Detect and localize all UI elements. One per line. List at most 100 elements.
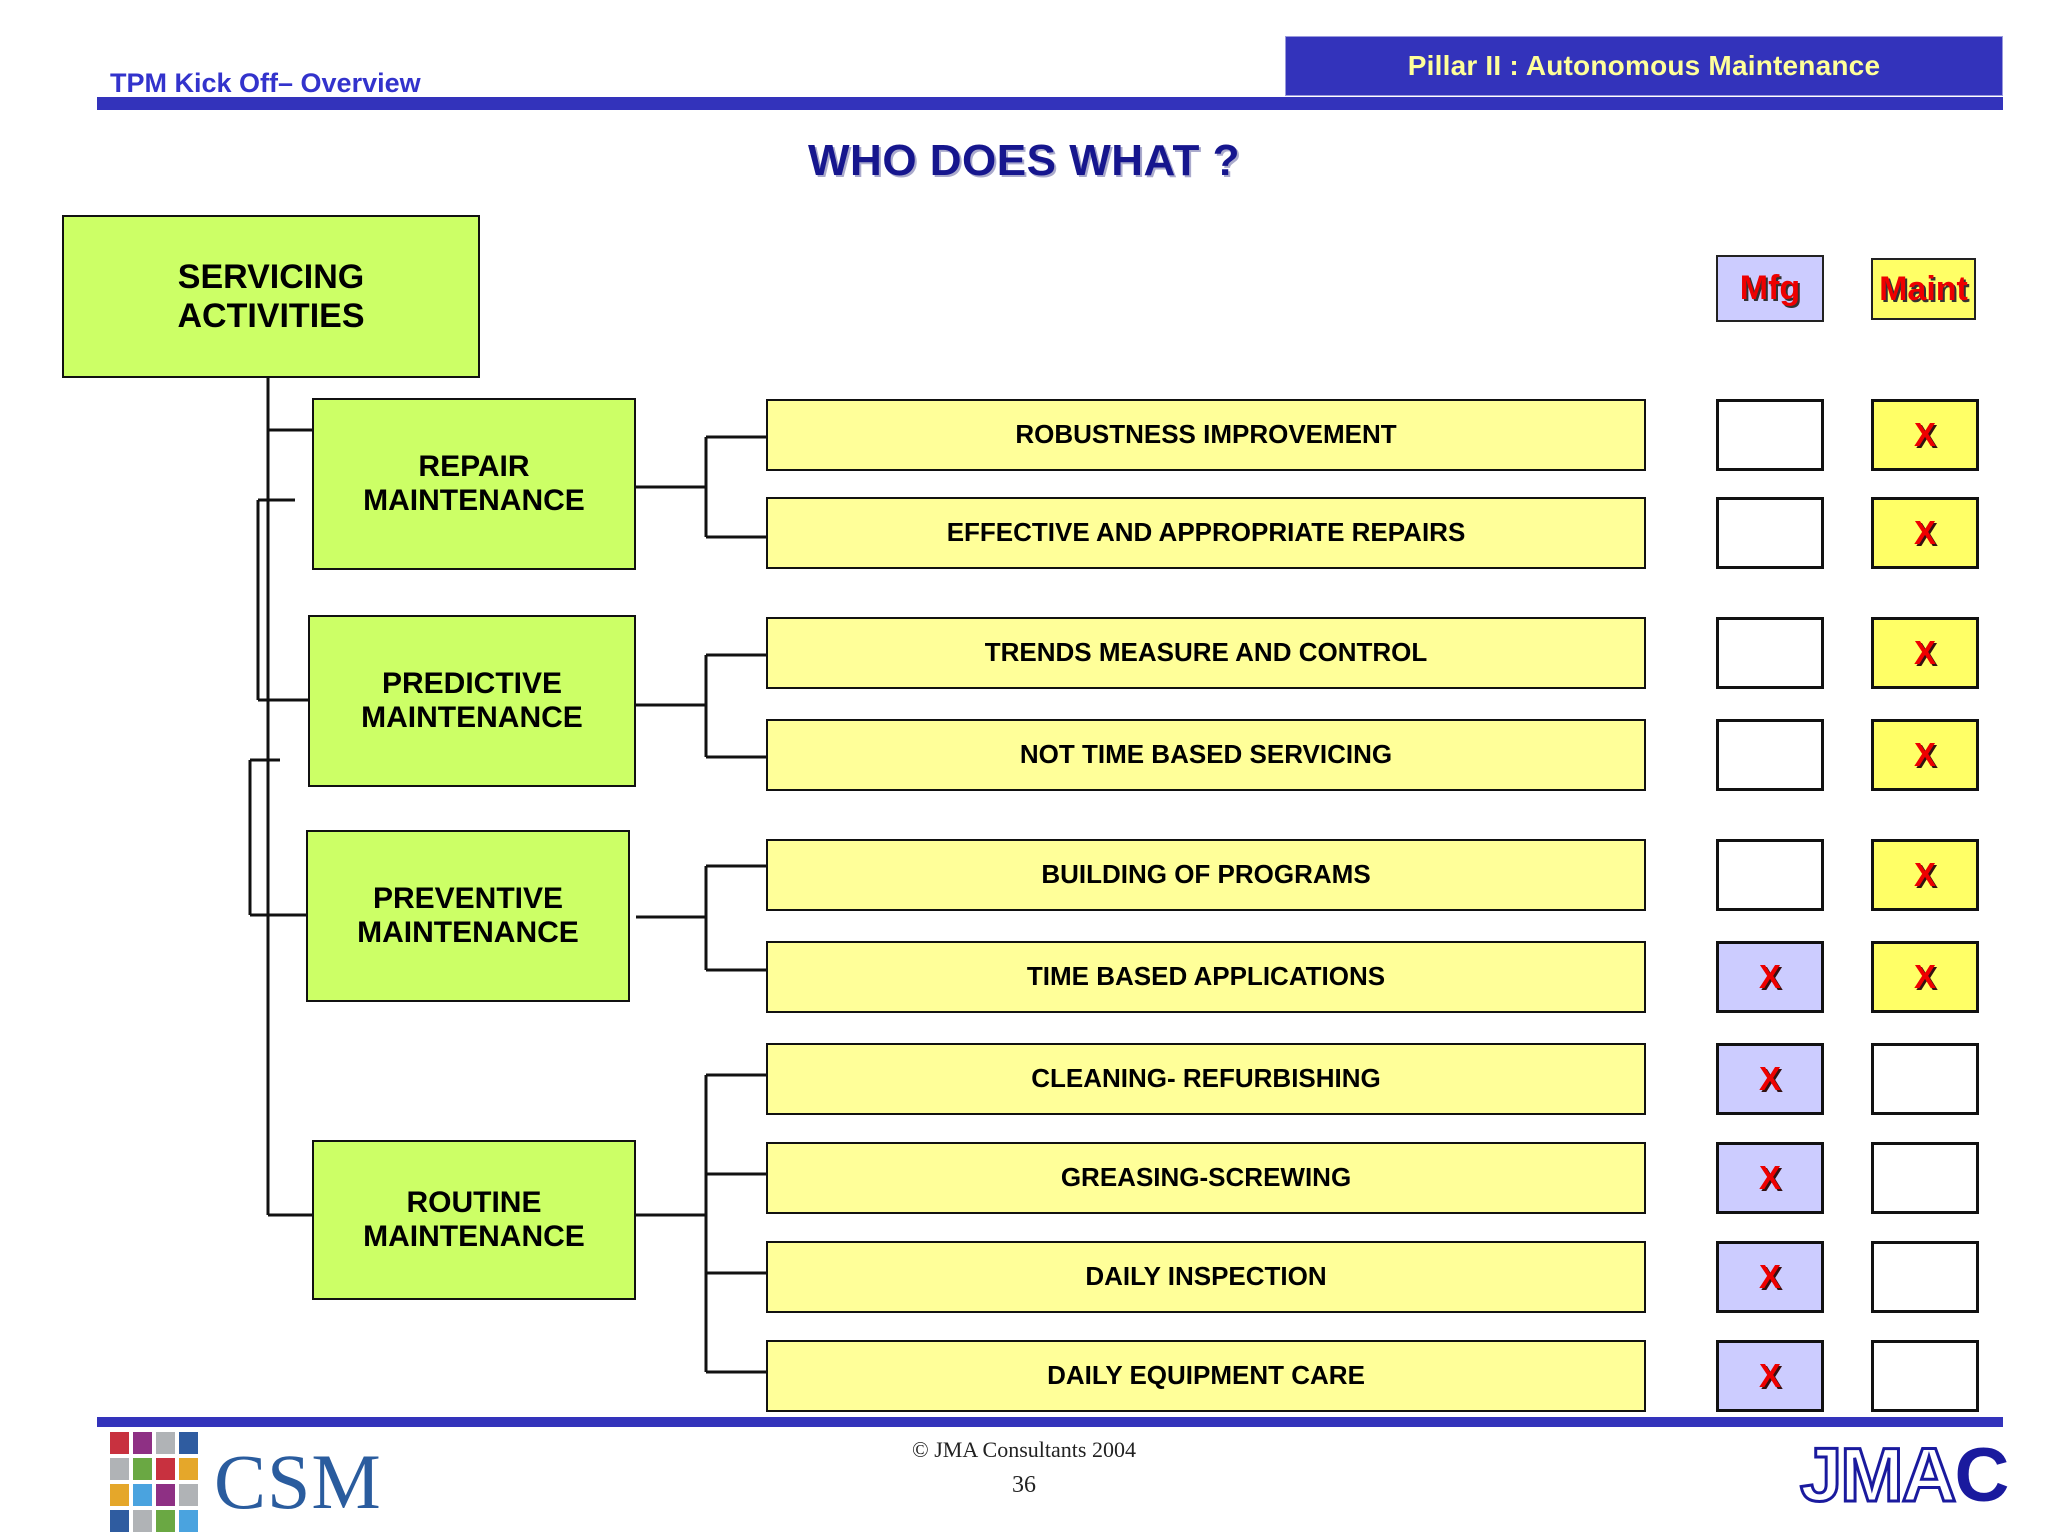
csm-logo-square — [156, 1510, 175, 1532]
matrix-cell-maint[interactable]: X — [1871, 497, 1979, 569]
csm-logo-square — [179, 1458, 198, 1480]
activity-node[interactable]: BUILDING OF PROGRAMS — [766, 839, 1646, 911]
category-line1: ROUTINE — [406, 1186, 542, 1220]
csm-logo-square — [133, 1510, 152, 1532]
matrix-cell-mfg[interactable]: X — [1716, 1241, 1824, 1313]
check-mark-x: X — [1913, 416, 1936, 453]
activity-node[interactable]: TIME BASED APPLICATIONS — [766, 941, 1646, 1013]
page-title: WHO DOES WHAT ? — [808, 136, 1240, 185]
matrix-cell-maint[interactable]: X — [1871, 617, 1979, 689]
csm-logo-text: CSM — [214, 1438, 382, 1526]
category-line2: MAINTENANCE — [363, 1220, 585, 1253]
category-line2: MAINTENANCE — [363, 484, 585, 517]
csm-logo-square — [156, 1484, 175, 1506]
csm-logo-square — [179, 1484, 198, 1506]
activity-node[interactable]: TRENDS MEASURE AND CONTROL — [766, 617, 1646, 689]
header-divider — [97, 97, 2003, 110]
matrix-cell-maint[interactable] — [1871, 1142, 1979, 1214]
csm-logo-square — [110, 1510, 129, 1532]
check-mark-x: X — [1913, 958, 1936, 995]
column-header-mfg: Mfg — [1716, 255, 1824, 322]
csm-logo: CSM — [110, 1432, 382, 1532]
matrix-cell-mfg[interactable] — [1716, 399, 1824, 471]
activity-node-label: GREASING-SCREWING — [1060, 1162, 1352, 1193]
matrix-cell-maint[interactable] — [1871, 1340, 1979, 1412]
root-node-servicing-activities[interactable]: SERVICING ACTIVITIES — [62, 215, 480, 378]
matrix-cell-mfg[interactable] — [1716, 617, 1824, 689]
csm-logo-square — [133, 1484, 152, 1506]
activity-node[interactable]: NOT TIME BASED SERVICING — [766, 719, 1646, 791]
category-line1: PREVENTIVE — [372, 882, 564, 916]
activity-node[interactable]: GREASING-SCREWING — [766, 1142, 1646, 1214]
check-mark-x: X — [1758, 1357, 1781, 1394]
matrix-cell-maint[interactable]: X — [1871, 399, 1979, 471]
activity-node[interactable]: DAILY EQUIPMENT CARE — [766, 1340, 1646, 1412]
csm-logo-square — [179, 1510, 198, 1532]
matrix-cell-maint[interactable] — [1871, 1043, 1979, 1115]
csm-logo-square — [110, 1458, 129, 1480]
csm-logo-square — [110, 1432, 129, 1454]
activity-node-label: TRENDS MEASURE AND CONTROL — [984, 637, 1428, 668]
matrix-cell-mfg[interactable]: X — [1716, 941, 1824, 1013]
category-node-preventive-maintenance[interactable]: PREVENTIVE MAINTENANCE — [306, 830, 630, 1002]
matrix-cell-mfg[interactable]: X — [1716, 1142, 1824, 1214]
column-header-maint-label: Maint — [1879, 269, 1968, 308]
activity-node-label: DAILY INSPECTION — [1085, 1261, 1327, 1292]
category-line2: MAINTENANCE — [361, 701, 583, 734]
csm-logo-square — [156, 1458, 175, 1480]
column-header-mfg-label: Mfg — [1739, 269, 1801, 307]
csm-logo-square — [133, 1458, 152, 1480]
check-mark-x: X — [1913, 856, 1936, 893]
activity-node[interactable]: DAILY INSPECTION — [766, 1241, 1646, 1313]
check-mark-x: X — [1758, 1159, 1781, 1196]
footer-divider — [97, 1417, 2003, 1427]
csm-logo-square — [179, 1432, 198, 1454]
root-node-line2: ACTIVITIES — [177, 296, 365, 335]
csm-logo-square — [156, 1432, 175, 1454]
activity-node[interactable]: CLEANING- REFURBISHING — [766, 1043, 1646, 1115]
activity-node-label: DAILY EQUIPMENT CARE — [1047, 1360, 1365, 1391]
matrix-cell-mfg[interactable] — [1716, 719, 1824, 791]
csm-logo-square — [110, 1484, 129, 1506]
check-mark-x: X — [1758, 1258, 1781, 1295]
activity-node-label: TIME BASED APPLICATIONS — [1026, 961, 1386, 992]
activity-node-label: CLEANING- REFURBISHING — [1031, 1063, 1381, 1094]
category-line2: MAINTENANCE — [357, 916, 579, 949]
check-mark-x: X — [1758, 958, 1781, 995]
jmac-logo: JMAC — [1798, 1436, 2009, 1515]
jmac-logo-outline-text: JMA — [1798, 1433, 1957, 1518]
check-mark-x: X — [1913, 736, 1936, 773]
deck-subtitle: TPM Kick Off– Overview — [110, 68, 421, 98]
matrix-cell-mfg[interactable]: X — [1716, 1043, 1824, 1115]
category-line1: REPAIR — [418, 450, 530, 484]
matrix-cell-mfg[interactable] — [1716, 839, 1824, 911]
check-mark-x: X — [1758, 1060, 1781, 1097]
category-node-routine-maintenance[interactable]: ROUTINE MAINTENANCE — [312, 1140, 636, 1300]
check-mark-x: X — [1913, 514, 1936, 551]
matrix-cell-maint[interactable]: X — [1871, 719, 1979, 791]
copyright-text: © JMA Consultants 2004 — [912, 1437, 1136, 1462]
csm-logo-square — [133, 1432, 152, 1454]
root-node-line1: SERVICING — [177, 258, 365, 297]
csm-logo-grid — [110, 1432, 198, 1532]
pillar-banner: Pillar II : Autonomous Maintenance — [1285, 36, 2003, 96]
column-header-maint: Maint — [1871, 258, 1976, 320]
category-node-repair-maintenance[interactable]: REPAIR MAINTENANCE — [312, 398, 636, 570]
check-mark-x: X — [1913, 634, 1936, 671]
activity-node-label: ROBUSTNESS IMPROVEMENT — [1015, 419, 1397, 450]
activity-node[interactable]: EFFECTIVE AND APPROPRIATE REPAIRS — [766, 497, 1646, 569]
category-line1: PREDICTIVE — [381, 667, 562, 701]
pillar-banner-label: Pillar II : Autonomous Maintenance — [1407, 50, 1881, 81]
matrix-cell-maint[interactable]: X — [1871, 941, 1979, 1013]
category-node-predictive-maintenance[interactable]: PREDICTIVE MAINTENANCE — [308, 615, 636, 787]
matrix-cell-mfg[interactable]: X — [1716, 1340, 1824, 1412]
matrix-cell-mfg[interactable] — [1716, 497, 1824, 569]
activity-node[interactable]: ROBUSTNESS IMPROVEMENT — [766, 399, 1646, 471]
activity-node-label: EFFECTIVE AND APPROPRIATE REPAIRS — [946, 517, 1466, 548]
matrix-cell-maint[interactable]: X — [1871, 839, 1979, 911]
page-number: 36 — [1012, 1472, 1036, 1498]
matrix-cell-maint[interactable] — [1871, 1241, 1979, 1313]
activity-node-label: NOT TIME BASED SERVICING — [1019, 739, 1393, 770]
activity-node-label: BUILDING OF PROGRAMS — [1041, 859, 1371, 890]
